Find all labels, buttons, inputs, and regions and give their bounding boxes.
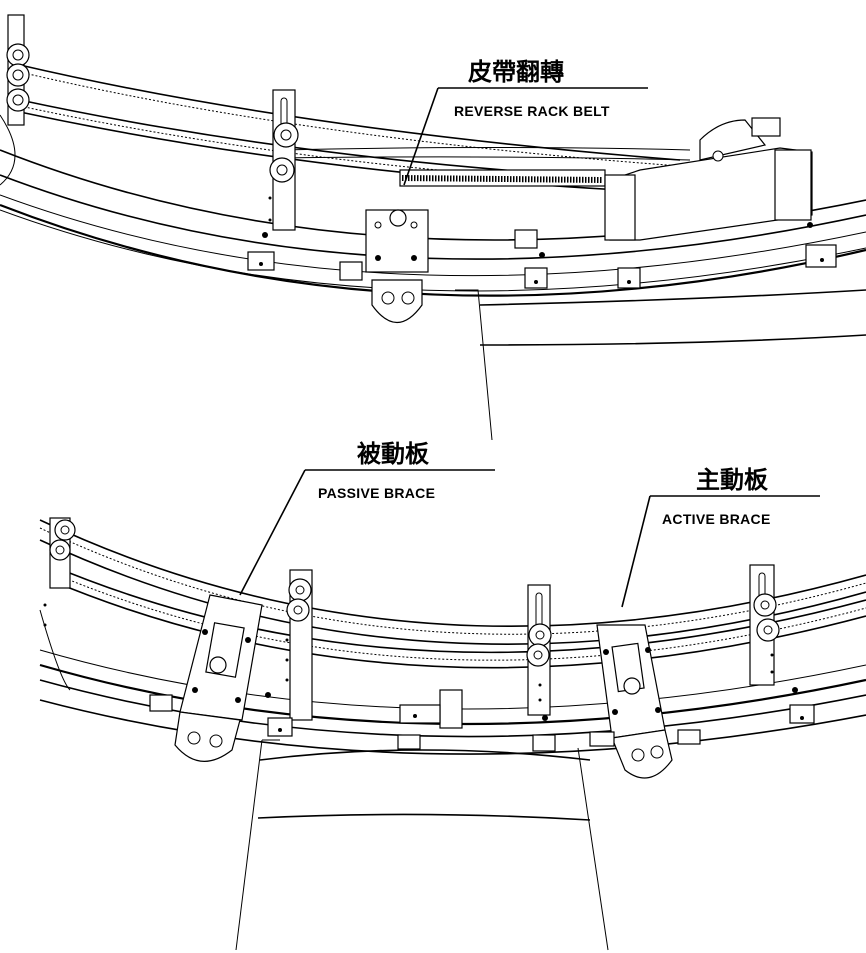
bottom-assembly	[39, 517, 866, 951]
reverse-rack-belt-callout: 皮帶翻轉 REVERSE RACK BELT	[403, 58, 648, 186]
passive-brace-callout: 被動板 PASSIVE BRACE	[239, 440, 495, 596]
active-brace-en-label: ACTIVE BRACE	[662, 511, 771, 527]
passive-brace-en-label: PASSIVE BRACE	[318, 485, 435, 501]
active-brace-cn-label: 主動板	[696, 466, 769, 494]
passive-brace-cn-label: 被動板	[357, 440, 430, 468]
reverse-rack-belt-en-label: REVERSE RACK BELT	[454, 103, 610, 119]
top-assembly	[0, 14, 866, 441]
active-brace-callout: 主動板 ACTIVE BRACE	[621, 466, 820, 608]
reverse-rack-belt-cn-label: 皮帶翻轉	[468, 58, 564, 86]
